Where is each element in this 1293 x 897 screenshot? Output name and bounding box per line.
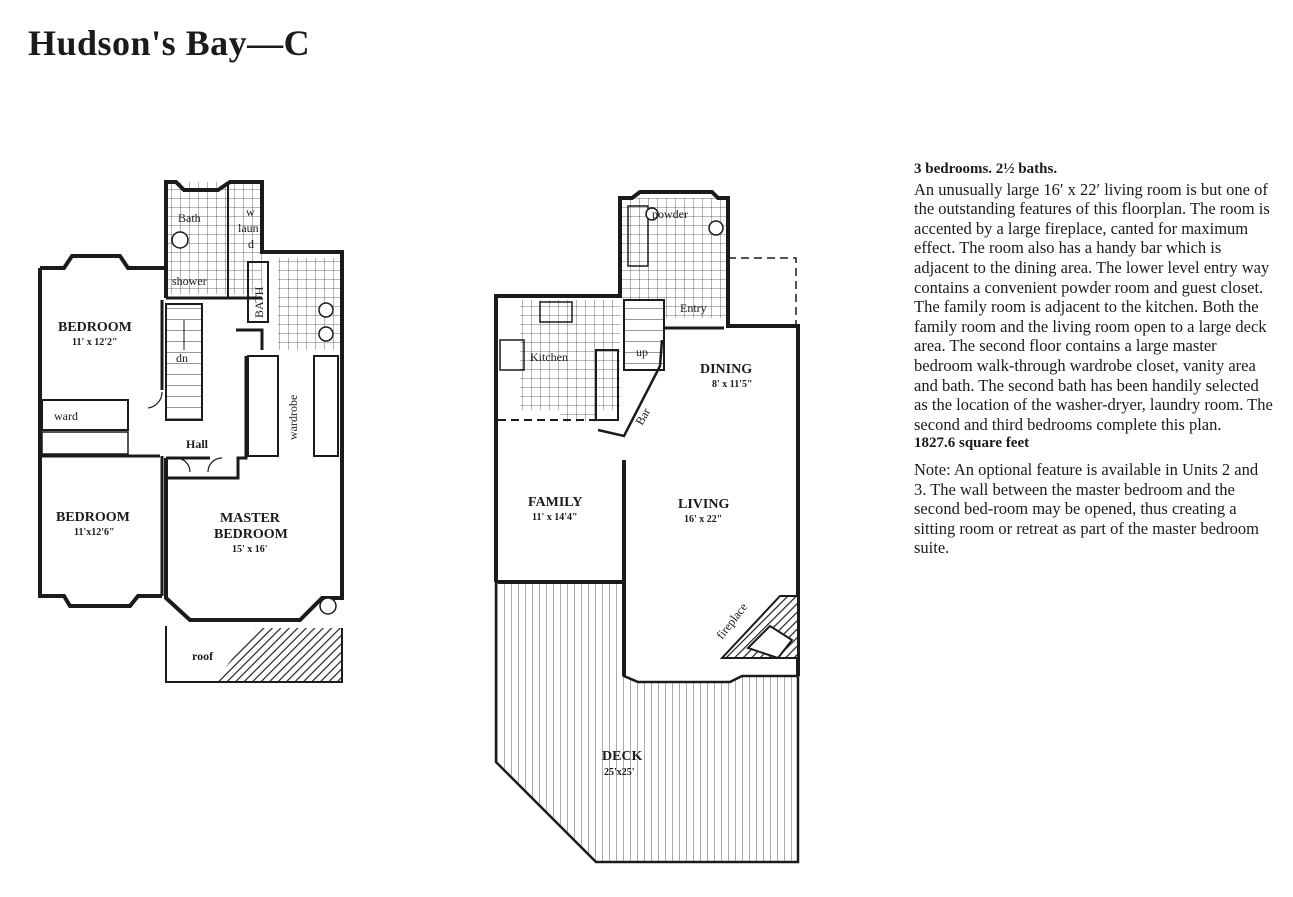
bedroom-left-wall [38,268,162,608]
label-master2: BEDROOM [214,527,288,542]
label-dn: dn [176,351,188,365]
label-d: d [248,237,254,251]
label-master1: MASTER [220,511,281,526]
roof-outline [165,626,343,683]
label-deck-dim: 25'x25' [604,767,635,778]
upper-outer-wall [164,180,344,622]
bath2-box [247,261,269,323]
kitchen-island [595,349,619,421]
label-bar: Bar [632,405,653,427]
label-bath: Bath [178,211,201,225]
label-deck: DECK [602,749,643,764]
label-bath2: BATH [252,286,266,318]
label-living-dim: 16' x 22" [684,514,722,525]
label-hall: Hall [186,437,209,451]
label-living: LIVING [678,497,729,512]
label-bedroom1: BEDROOM [58,320,132,335]
lower-floor-plan [494,190,800,864]
bar-counter [597,339,664,438]
sink-fixture-2 [318,326,334,342]
label-bedroom1-dim: 11' x 12'2" [72,337,118,348]
guest-closet [627,205,649,267]
label-dining-dim: 8' x 11'5" [712,379,753,390]
label-bedroom2-dim: 11'x12'6" [74,527,115,538]
label-laun: laun [238,221,259,235]
walk-through-wardrobe-left [247,355,279,457]
ward-closet [41,399,129,431]
description-area: 1827.6 square feet [914,435,1030,452]
page-title: Hudson's Bay—C [28,23,311,63]
hall-door-arc [175,457,191,473]
master-top-wall [166,356,248,480]
powder-sink [708,220,724,236]
entry-stairs [623,299,665,371]
entry-tile-floor [622,198,730,318]
label-family-dim: 11' x 14'4" [532,512,578,523]
powder-toilet [645,207,659,221]
kitchen-sink [539,301,573,323]
toilet-fixture [171,231,189,249]
upper-floor-plan [38,180,344,683]
description-body: An unusually large 16′ x 22′ living room… [914,179,1273,434]
bedroom-door-arc [147,391,163,409]
label-dining: DINING [700,362,752,377]
label-up: up [636,345,648,359]
label-kitchen: Kitchen [530,350,568,364]
hall-door-arc-2 [207,457,223,473]
sink-fixture [318,302,334,318]
description-heading: 3 bedrooms. 2½ baths. [914,161,1058,177]
fireplace-hearth [746,624,794,660]
kitchen-tile-floor-2 [560,390,596,422]
plan-description: 3 bedrooms. 2½ baths. An unusually large… [914,160,1274,558]
label-wardrobe: wardrobe [286,395,300,440]
label-entry: Entry [680,301,707,315]
description-note: Note: An optional feature is available i… [914,459,1260,558]
label-bedroom2: BEDROOM [56,510,130,525]
ward-shelf [41,431,129,455]
lower-outer-wall [494,190,800,676]
upper-floor-labels: Bath w laun d shower BATH BEDROOM 11' x … [54,205,300,663]
roof-hatch [214,628,342,682]
label-ward: ward [54,409,78,423]
vanity-wall [236,328,264,350]
walk-through-wardrobe-right [313,355,339,457]
stove [499,339,525,371]
label-roof: roof [192,649,214,663]
label-powder: powder [652,207,688,221]
entry-overhang-dashed [728,257,797,326]
bedroom1-top-wall [40,254,166,270]
label-family: FAMILY [528,495,582,510]
label-shower: shower [172,274,207,288]
label-master-dim: 15' x 16' [232,544,268,555]
tub-fixture [319,597,337,615]
label-w: w [246,205,255,219]
